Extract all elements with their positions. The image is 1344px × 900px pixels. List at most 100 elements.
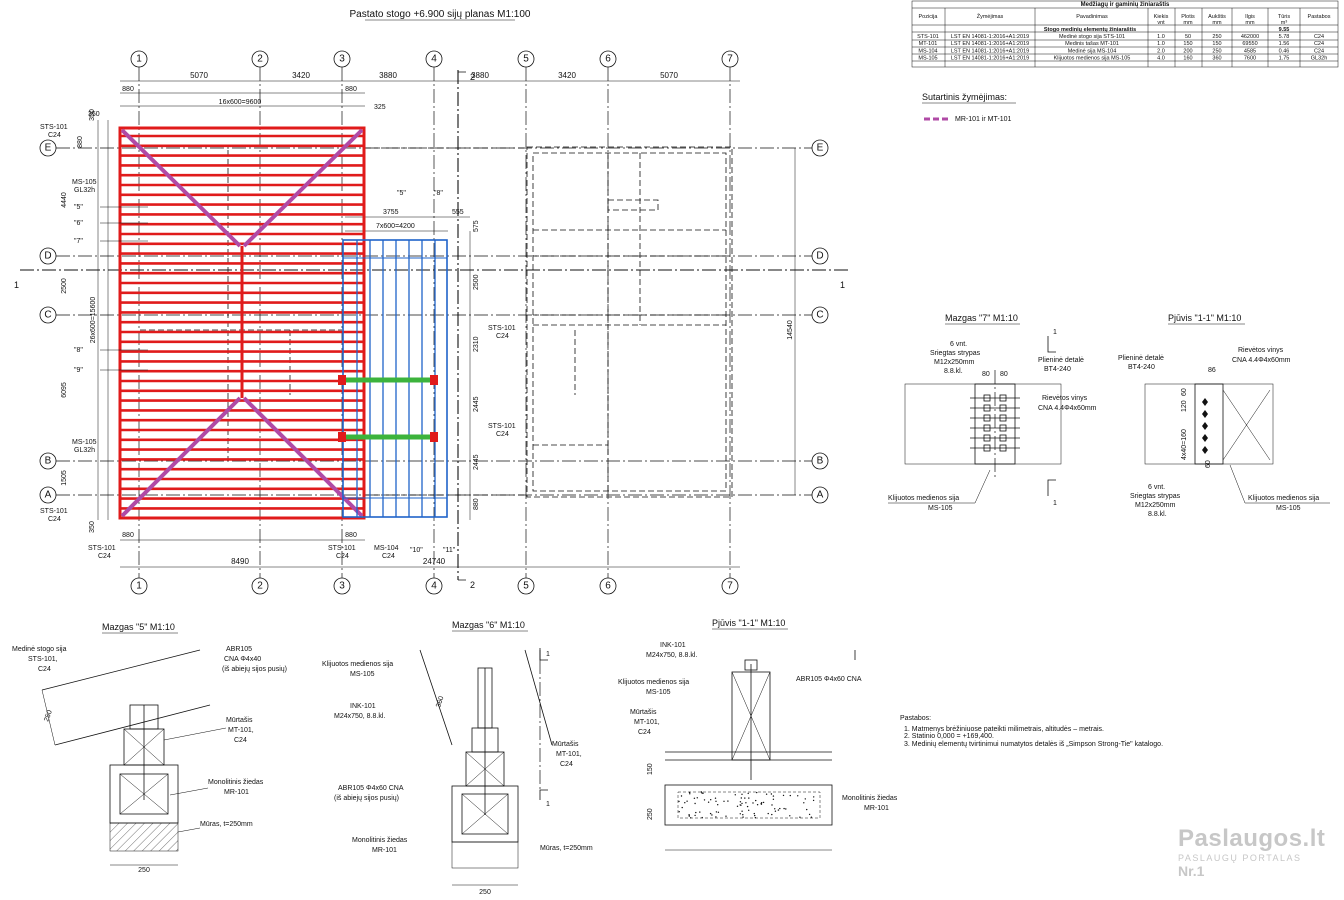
svg-text:325: 325 [374,104,386,111]
table-cell: 4585 [1244,48,1256,54]
svg-text:INK-101: INK-101 [660,642,686,649]
svg-text:3420: 3420 [292,71,310,80]
plan-labels: STS-101 C24 MS-105 GL32h "5" "6" "7" "8"… [40,124,516,560]
material-table: Medžiagų ir gaminių žiniaraštis Pozicija… [911,0,1339,68]
table-cell: 7600 [1244,56,1256,62]
svg-text:C24: C24 [38,666,51,673]
table-cell: 50 [1185,34,1191,40]
table-column-header: Kiekis [1154,14,1169,20]
table-cell: 150 [1212,41,1221,47]
svg-text:MS-105: MS-105 [928,505,953,512]
svg-text:14540: 14540 [787,320,794,340]
green-beams [338,375,438,442]
svg-text:350: 350 [89,109,96,121]
svg-text:2445: 2445 [473,396,480,412]
svg-text:Pastabos:: Pastabos: [900,715,931,722]
table-cell: 1.56 [1279,41,1290,47]
svg-text:MS-105: MS-105 [646,689,671,696]
svg-text:3880: 3880 [471,71,489,80]
svg-text:MT-101,: MT-101, [228,727,254,734]
svg-text:1: 1 [546,651,550,658]
svg-text:MR-101: MR-101 [864,805,889,812]
table-cell: C24 [1314,41,1324,47]
svg-text:CNA 4.4Φ4x60mm: CNA 4.4Φ4x60mm [1232,357,1291,364]
node-6-detail: Mazgas "6" M1:10 Klijuotos medienos sija… [322,620,593,896]
svg-text:Rievėtos vinys: Rievėtos vinys [1238,347,1284,354]
legend: Sutartinis žymėjimas: MR-101 ir MT-101 [922,92,1016,123]
svg-text:Pjūvis "1-1" M1:10: Pjūvis "1-1" M1:10 [712,618,785,628]
svg-text:1: 1 [136,54,142,65]
watermark-brand: Paslaugos.lt [1178,825,1326,852]
svg-text:4x40=160: 4x40=160 [1181,429,1188,460]
svg-text:7x600=4200: 7x600=4200 [376,223,415,230]
table-column-header: Plotis [1181,14,1195,20]
section-1-1-lower: Pjūvis "1-1" M1:10 INK-101 M24x750, 8.8.… [539,618,898,851]
svg-text:E: E [817,143,824,154]
svg-text:5070: 5070 [190,71,208,80]
svg-text:Klijuotos medienos sija: Klijuotos medienos sija [618,679,689,686]
table-cell: Medinė sija MS-104 [1068,48,1117,54]
table-cell: C24 [1314,34,1324,40]
section-1-1-upper: Pjūvis "1-1" M1:10 Plieninė detalė BT4-2… [1118,313,1330,518]
svg-text:CNA Φ4x40: CNA Φ4x40 [224,656,261,663]
table-cell: 5.78 [1279,34,1290,40]
svg-text:MS-105: MS-105 [350,671,375,678]
nail-mark [1202,410,1208,418]
svg-text:"9": "9" [74,367,83,374]
svg-text:D: D [44,251,51,262]
svg-text:1: 1 [14,280,19,290]
svg-text:2500: 2500 [473,274,480,290]
table-cell: 250 [1212,34,1221,40]
svg-text:Monolitinis žiedas: Monolitinis žiedas [842,795,898,802]
svg-text:D: D [816,251,823,262]
svg-text:24740: 24740 [423,557,446,566]
top-dimension-chain: 5070 3420 3880 3880 3420 5070 880 880 32… [88,71,740,118]
svg-text:5: 5 [523,581,529,592]
svg-text:C24: C24 [638,729,651,736]
table-cell: 160 [1183,56,1192,62]
svg-text:1: 1 [136,581,142,592]
table-cell: GL32h [1311,56,1328,62]
svg-text:Pjūvis "1-1" M1:10: Pjūvis "1-1" M1:10 [1168,313,1241,323]
table-cell: 1.0 [1157,41,1165,47]
svg-text:Mazgas "6" M1:10: Mazgas "6" M1:10 [452,620,525,630]
svg-text:3755: 3755 [383,209,399,216]
svg-text:1. Matmenys brėžiniuose pat: 1. Matmenys brėžiniuose pateikti milimet… [904,726,1104,733]
plan-title: Pastato stogo +6.900 sijų planas M1:100 [350,9,531,20]
svg-text:MT-101,: MT-101, [556,751,582,758]
svg-text:880: 880 [77,136,84,148]
svg-text:26x600=15600: 26x600=15600 [90,297,97,344]
svg-text:Klijuotos medienos sija: Klijuotos medienos sija [888,495,959,502]
table-column-header: Žymėjimas [977,12,1004,20]
svg-text:C24: C24 [496,333,509,340]
axis-bubbles-bottom: 1 2 3 4 5 6 7 [130,577,739,595]
svg-text:Mūrtašis: Mūrtašis [226,717,253,724]
svg-text:Klijuotos medienos sija: Klijuotos medienos sija [1248,495,1319,502]
svg-text:250: 250 [138,867,150,874]
svg-text:(iš abiejų sijos pusių): (iš abiejų sijos pusių) [222,666,287,673]
svg-text:6 vnt.: 6 vnt. [1148,484,1165,491]
svg-text:2310: 2310 [473,336,480,352]
svg-text:80: 80 [982,371,990,378]
table-cell: 150 [1183,41,1192,47]
svg-text:Sriegtas strypas: Sriegtas strypas [1130,493,1181,500]
svg-text:M24x750, 8.8.kl.: M24x750, 8.8.kl. [334,713,385,720]
svg-text:Mazgas "7" M1:10: Mazgas "7" M1:10 [945,313,1018,323]
svg-text:ABR105: ABR105 [226,646,252,653]
svg-text:Sriegtas strypas: Sriegtas strypas [930,350,981,357]
svg-text:MR-101: MR-101 [372,847,397,854]
svg-text:"10": "10" [410,547,423,554]
svg-text:250: 250 [647,808,654,820]
svg-text:1: 1 [840,280,845,290]
watermark-badge: Nr.1 [1178,863,1205,879]
nail-mark [1202,398,1208,406]
table-cell: 69550 [1242,41,1257,47]
svg-text:1: 1 [546,801,550,808]
svg-text:60: 60 [1205,460,1212,468]
svg-text:4440: 4440 [61,192,68,208]
svg-text:CNA 4.4Φ4x60mm: CNA 4.4Φ4x60mm [1038,405,1097,412]
svg-text:C24: C24 [382,553,395,560]
table-cell: 200 [1183,48,1192,54]
table-column-header: Pastabos [1308,14,1331,20]
svg-text:"5": "5" [397,190,406,197]
